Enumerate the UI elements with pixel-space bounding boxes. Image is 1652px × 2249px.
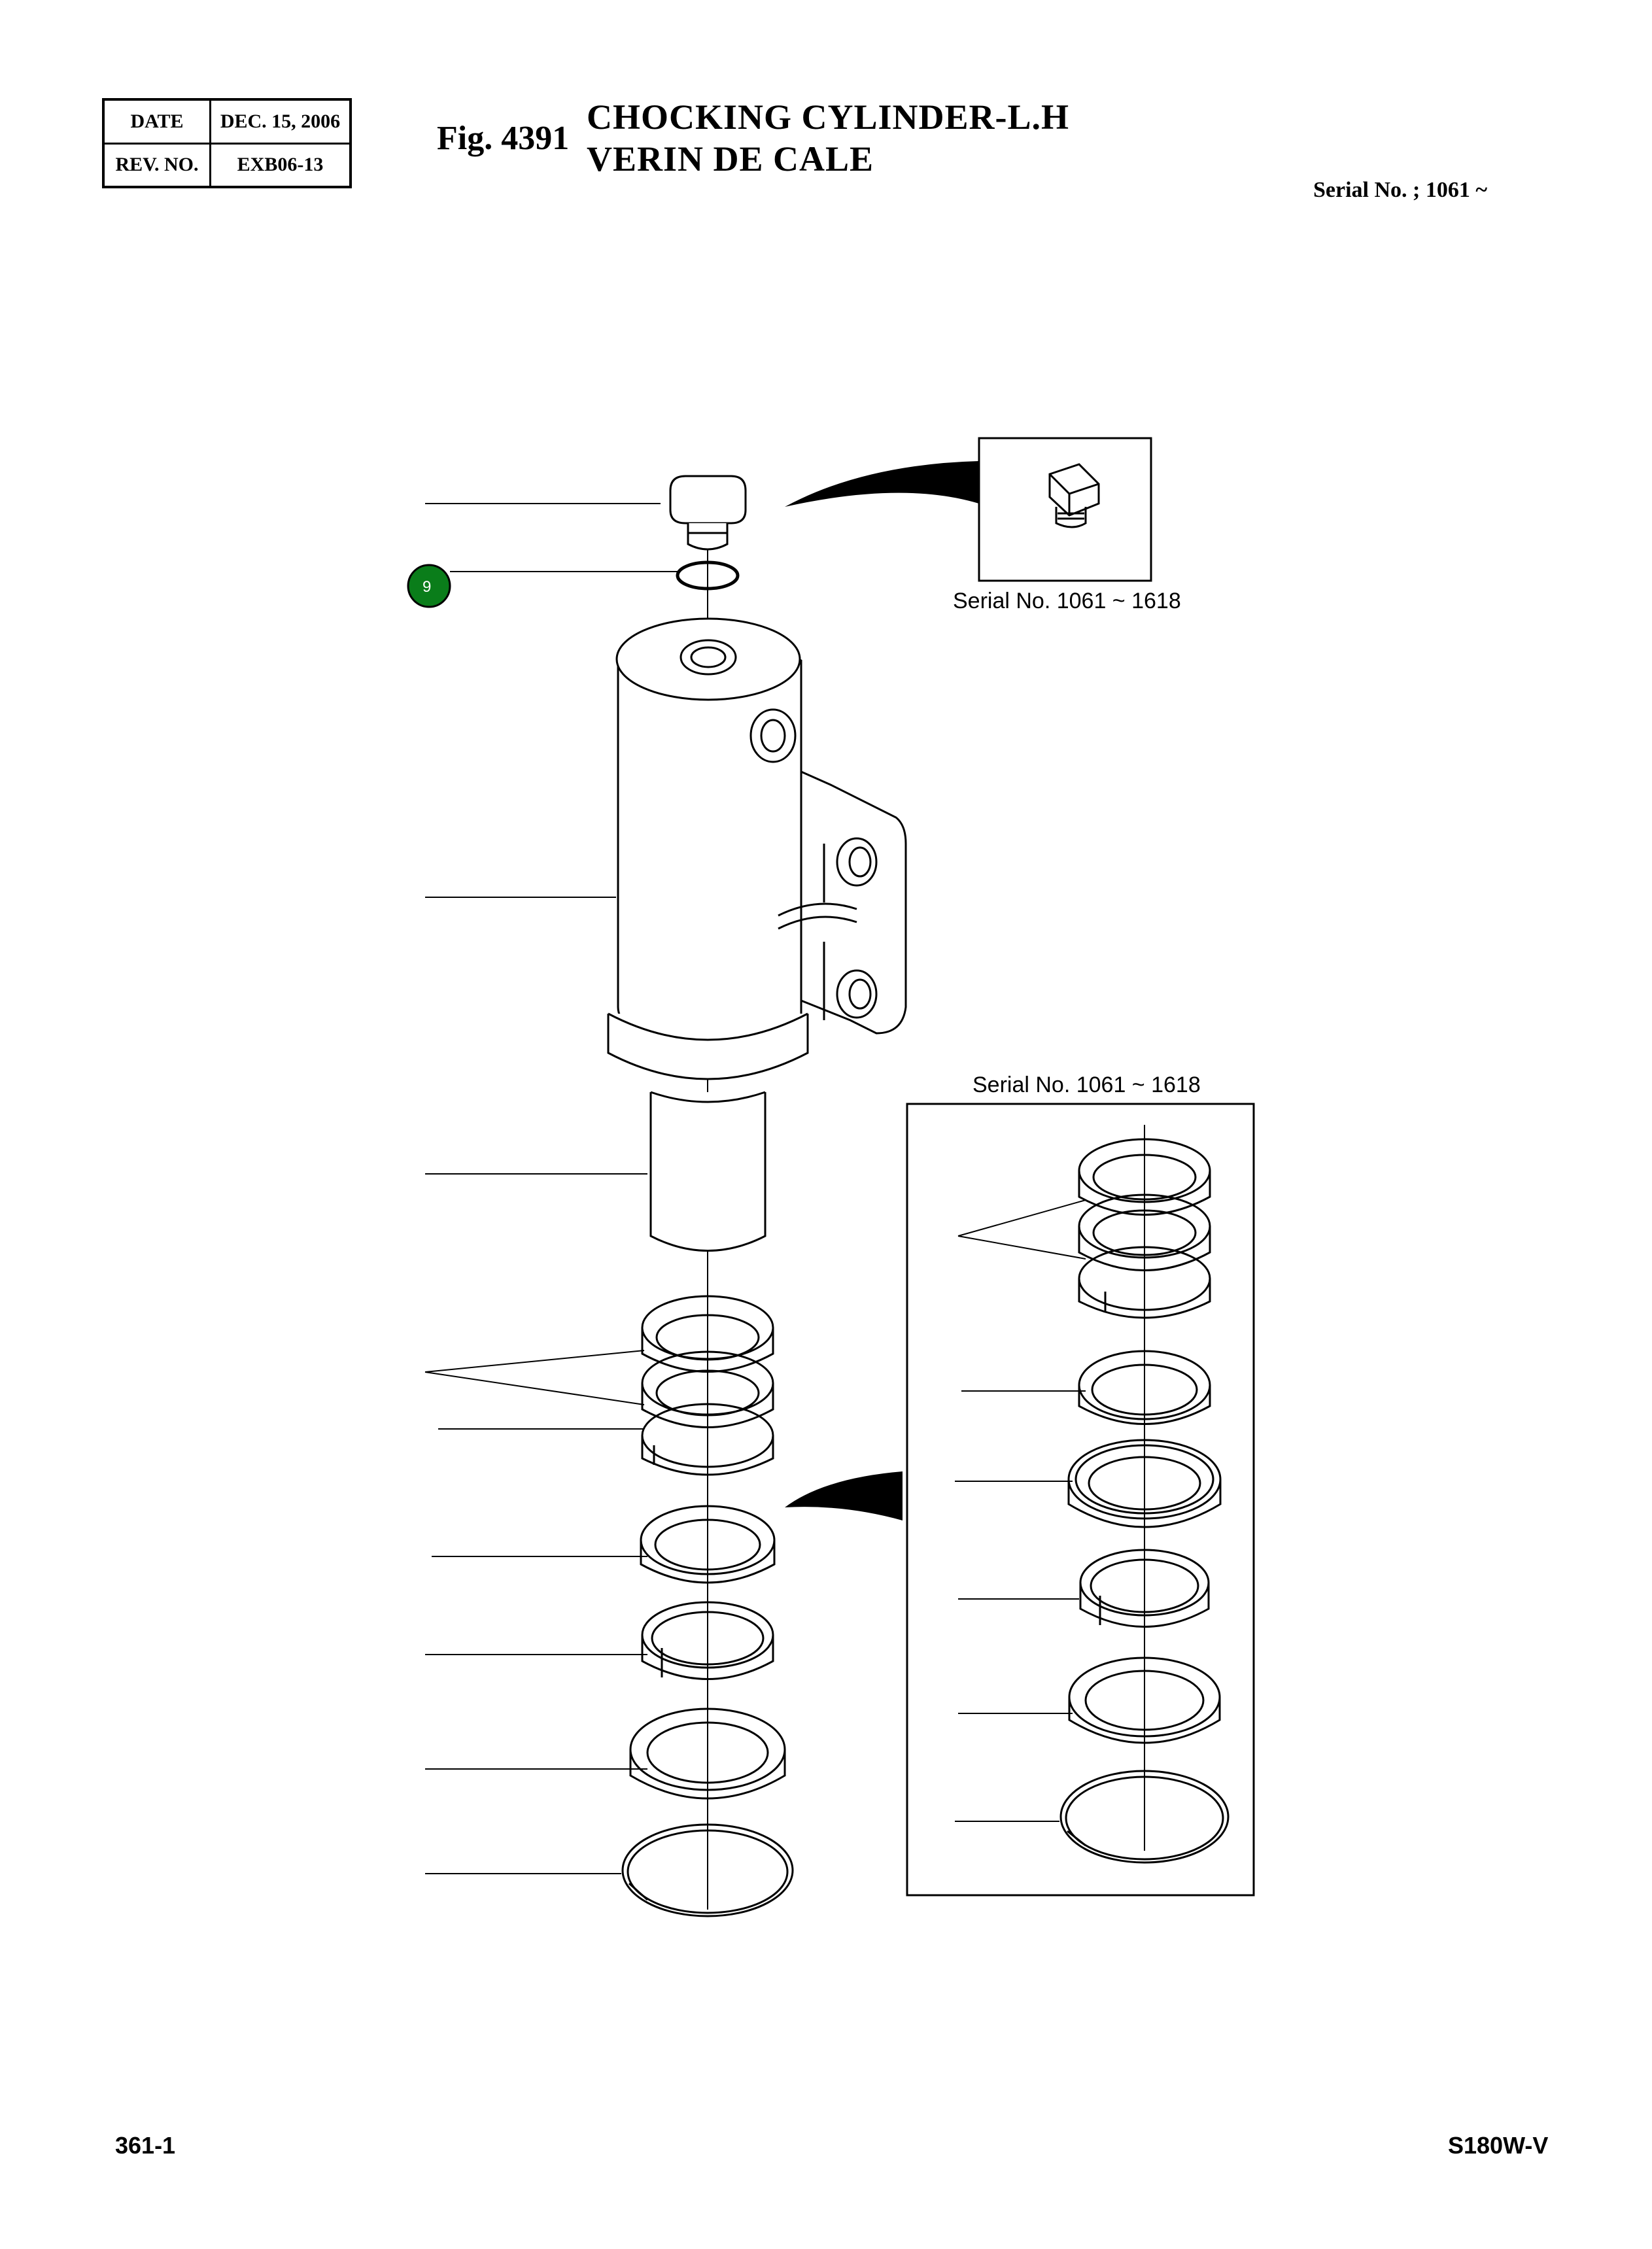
- o-ring: [676, 560, 740, 591]
- inset-plug-caption: Serial No. 1061 ~ 1618: [953, 589, 1181, 613]
- ring-left-1: [640, 1505, 776, 1584]
- seal-stack-left: [641, 1295, 774, 1476]
- inset-snap-ring: [1059, 1770, 1230, 1864]
- page-number: 361-1: [115, 2132, 176, 2159]
- inset-seals: [906, 1103, 1255, 1897]
- cylinder-body: [607, 617, 907, 1080]
- rev-value: EXB06-13: [209, 142, 352, 188]
- inset-ring-3: [1079, 1549, 1210, 1628]
- hex-plug: [669, 475, 747, 551]
- revision-table: DATE DEC. 15, 2006 REV. NO. EXB06-13: [102, 98, 352, 188]
- figure-number: Fig. 4391: [437, 120, 570, 157]
- callout-number: 9: [422, 578, 431, 596]
- callout-9[interactable]: 9: [407, 564, 680, 608]
- ring-left-2: [641, 1601, 774, 1680]
- ring-left-3: [629, 1708, 786, 1800]
- serial-range: Serial No. ; 1061 ~: [1313, 178, 1488, 202]
- date-label: DATE: [102, 98, 211, 145]
- model-name: S180W-V: [1448, 2132, 1549, 2159]
- inset-pointer-seals: [785, 1471, 903, 1520]
- figure-title-fr: VERIN DE CALE: [587, 139, 874, 179]
- callout-badge: [407, 564, 451, 608]
- inset-ring-1: [1078, 1350, 1211, 1425]
- piston-rod: [649, 1091, 766, 1252]
- rev-label: REV. NO.: [102, 142, 211, 188]
- inset-ring-4: [1068, 1657, 1221, 1744]
- inset-seal-stack: [1078, 1138, 1211, 1319]
- snap-ring-left: [621, 1823, 794, 1917]
- figure-title-en: CHOCKING CYLINDER-L.H: [587, 97, 1070, 137]
- date-value: DEC. 15, 2006: [209, 98, 352, 145]
- inset-pointer-plug: [785, 461, 979, 507]
- inset-ring-2: [1067, 1439, 1222, 1528]
- inset-seals-caption: Serial No. 1061 ~ 1618: [972, 1073, 1201, 1097]
- inset-plug: [978, 437, 1152, 582]
